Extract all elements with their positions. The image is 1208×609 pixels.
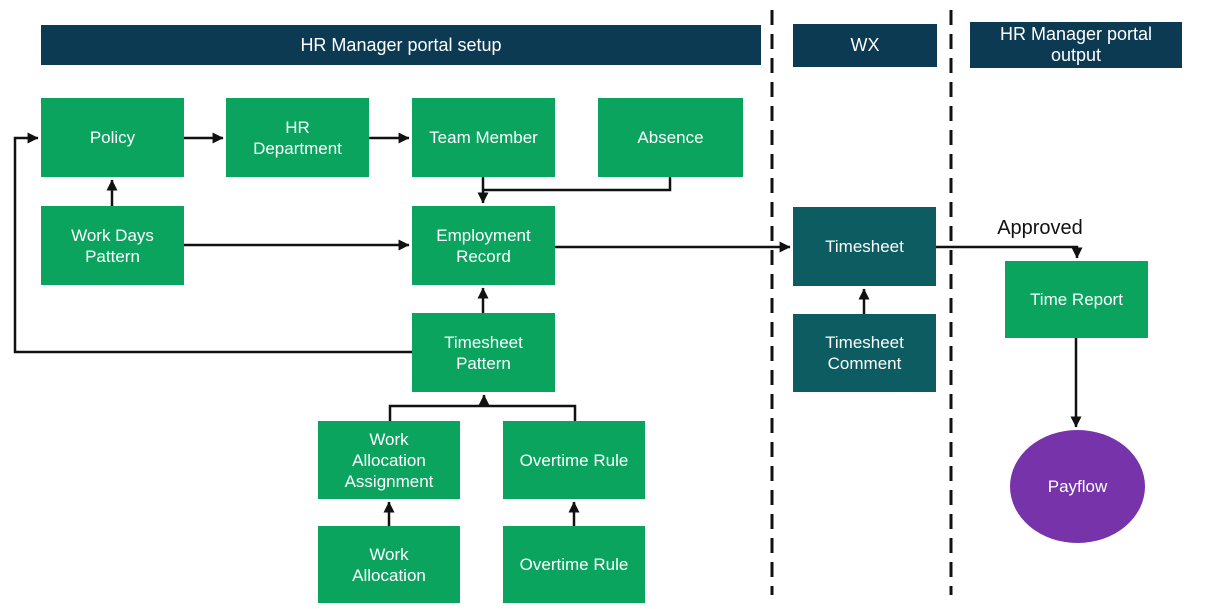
node-time-report: Time Report <box>1005 261 1148 338</box>
edge-label-approved: Approved <box>997 217 1083 239</box>
node-timesheet-pattern: Timesheet Pattern <box>412 313 555 392</box>
node-hr-department: HR Department <box>226 98 369 177</box>
node-policy: Policy <box>41 98 184 177</box>
lane-header-wx: WX <box>793 24 937 67</box>
node-payflow: Payflow <box>1010 430 1145 543</box>
edge-timesheet-to-time-report <box>936 245 1083 259</box>
node-absence: Absence <box>598 98 743 177</box>
node-employment-record: Employment Record <box>412 206 555 285</box>
lane-header-setup: HR Manager portal setup <box>41 25 761 65</box>
node-team-member: Team Member <box>412 98 555 177</box>
node-timesheet-comment: Timesheet Comment <box>793 314 936 392</box>
node-work-allocation: Work Allocation <box>318 526 460 603</box>
edge-absence-to-junction <box>484 177 672 192</box>
node-work-allocation-assignment: Work Allocation Assignment <box>318 421 460 499</box>
node-overtime-rule-lower: Overtime Rule <box>503 526 645 603</box>
lane-header-output: HR Manager portal output <box>970 22 1182 68</box>
edge-rules-junction <box>388 404 577 421</box>
node-overtime-rule-upper: Overtime Rule <box>503 421 645 499</box>
edge-timesheet-pattern-to-policy <box>13 132 412 354</box>
node-work-days-pattern: Work Days Pattern <box>41 206 184 285</box>
node-timesheet: Timesheet <box>793 207 936 286</box>
